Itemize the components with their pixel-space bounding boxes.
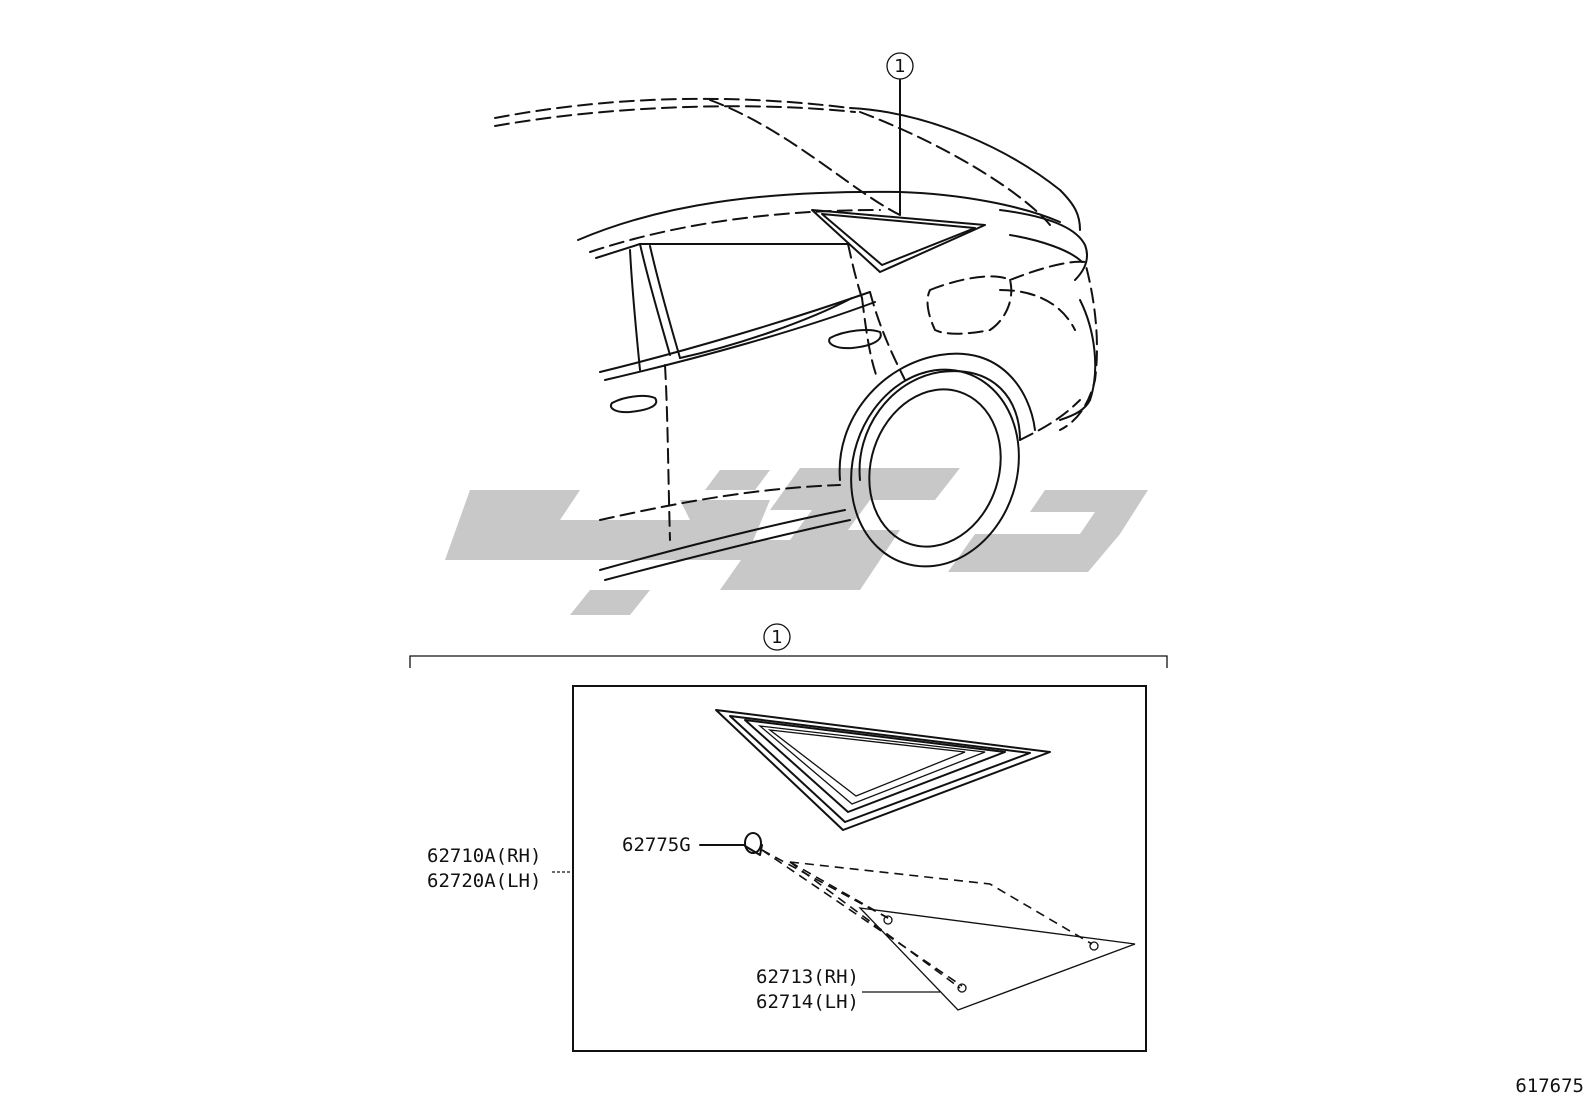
label-glass-lh: 62720A(LH) (427, 870, 541, 892)
illustration-number: 617675 (1515, 1075, 1584, 1097)
top-callout-number: 1 (894, 56, 905, 77)
label-spacer-rh: 62713(RH) (756, 966, 859, 988)
label-spacer-lh: 62714(LH) (756, 991, 859, 1013)
detail-frame (572, 685, 1147, 1052)
label-glass-rh: 62710A(RH) (427, 845, 541, 867)
watermark-logo (445, 468, 1148, 615)
vehicle-rear-quarter-illustration (494, 97, 1098, 581)
label-clip: 62775G (622, 834, 691, 856)
quarter-glass-assembly (715, 709, 1051, 831)
clip-part (699, 832, 763, 856)
section-bracket: 1 (409, 623, 1168, 668)
install-guide-lines (761, 849, 1093, 989)
spacer-sheet (858, 907, 1136, 1011)
top-callout-circle (886, 52, 914, 80)
section-callout-number: 1 (771, 627, 782, 648)
